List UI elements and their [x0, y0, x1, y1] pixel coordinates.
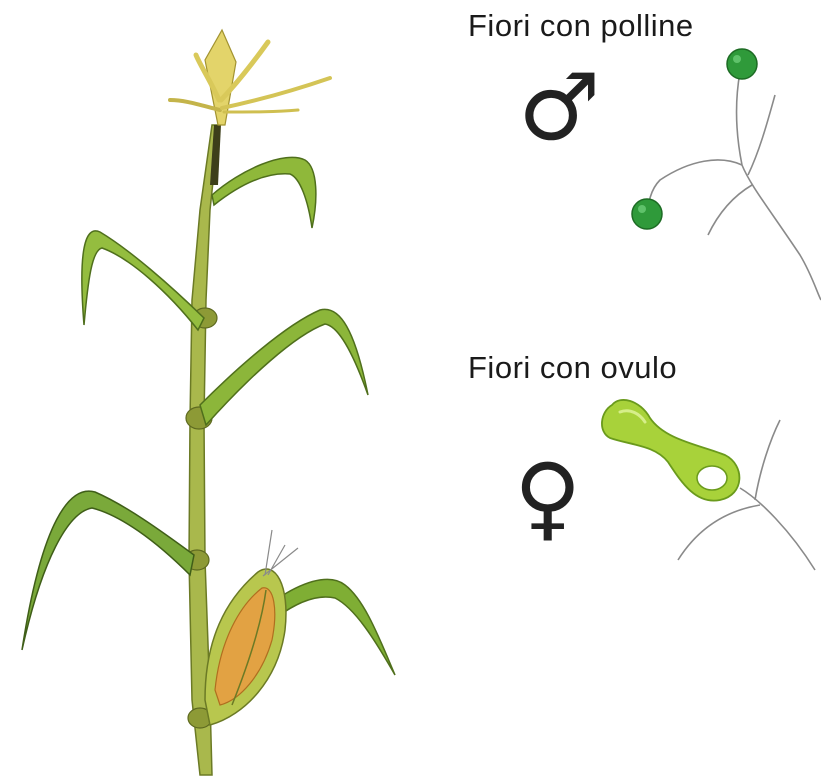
ovule-hole [697, 466, 727, 490]
pollen-grain-highlight [733, 55, 741, 63]
leaf-top-right [212, 157, 316, 228]
male-symbol-icon: ♂ [518, 62, 600, 154]
female-filament [678, 505, 760, 560]
male-filament [708, 185, 752, 235]
female-flower-detail [602, 400, 815, 570]
cob-kernels [215, 588, 275, 705]
maize-plant [22, 30, 395, 775]
male-flower-detail [632, 49, 821, 300]
pollen-grain [632, 199, 662, 229]
maize-tassel [170, 30, 330, 125]
leaf-upper-left [82, 231, 204, 330]
leaf-lower-left [22, 491, 194, 650]
pollen-grain [727, 49, 757, 79]
female-flower-label: Fiori con ovulo [468, 352, 677, 383]
pollen-grain-highlight [638, 205, 646, 213]
female-symbol-icon: ♀ [514, 452, 581, 544]
maize-cob [205, 530, 298, 725]
male-flower-label: Fiori con polline [468, 10, 694, 41]
male-filament [748, 95, 775, 175]
leaf-middle-right [200, 309, 368, 425]
female-filament [740, 488, 815, 570]
female-filament [755, 420, 780, 500]
